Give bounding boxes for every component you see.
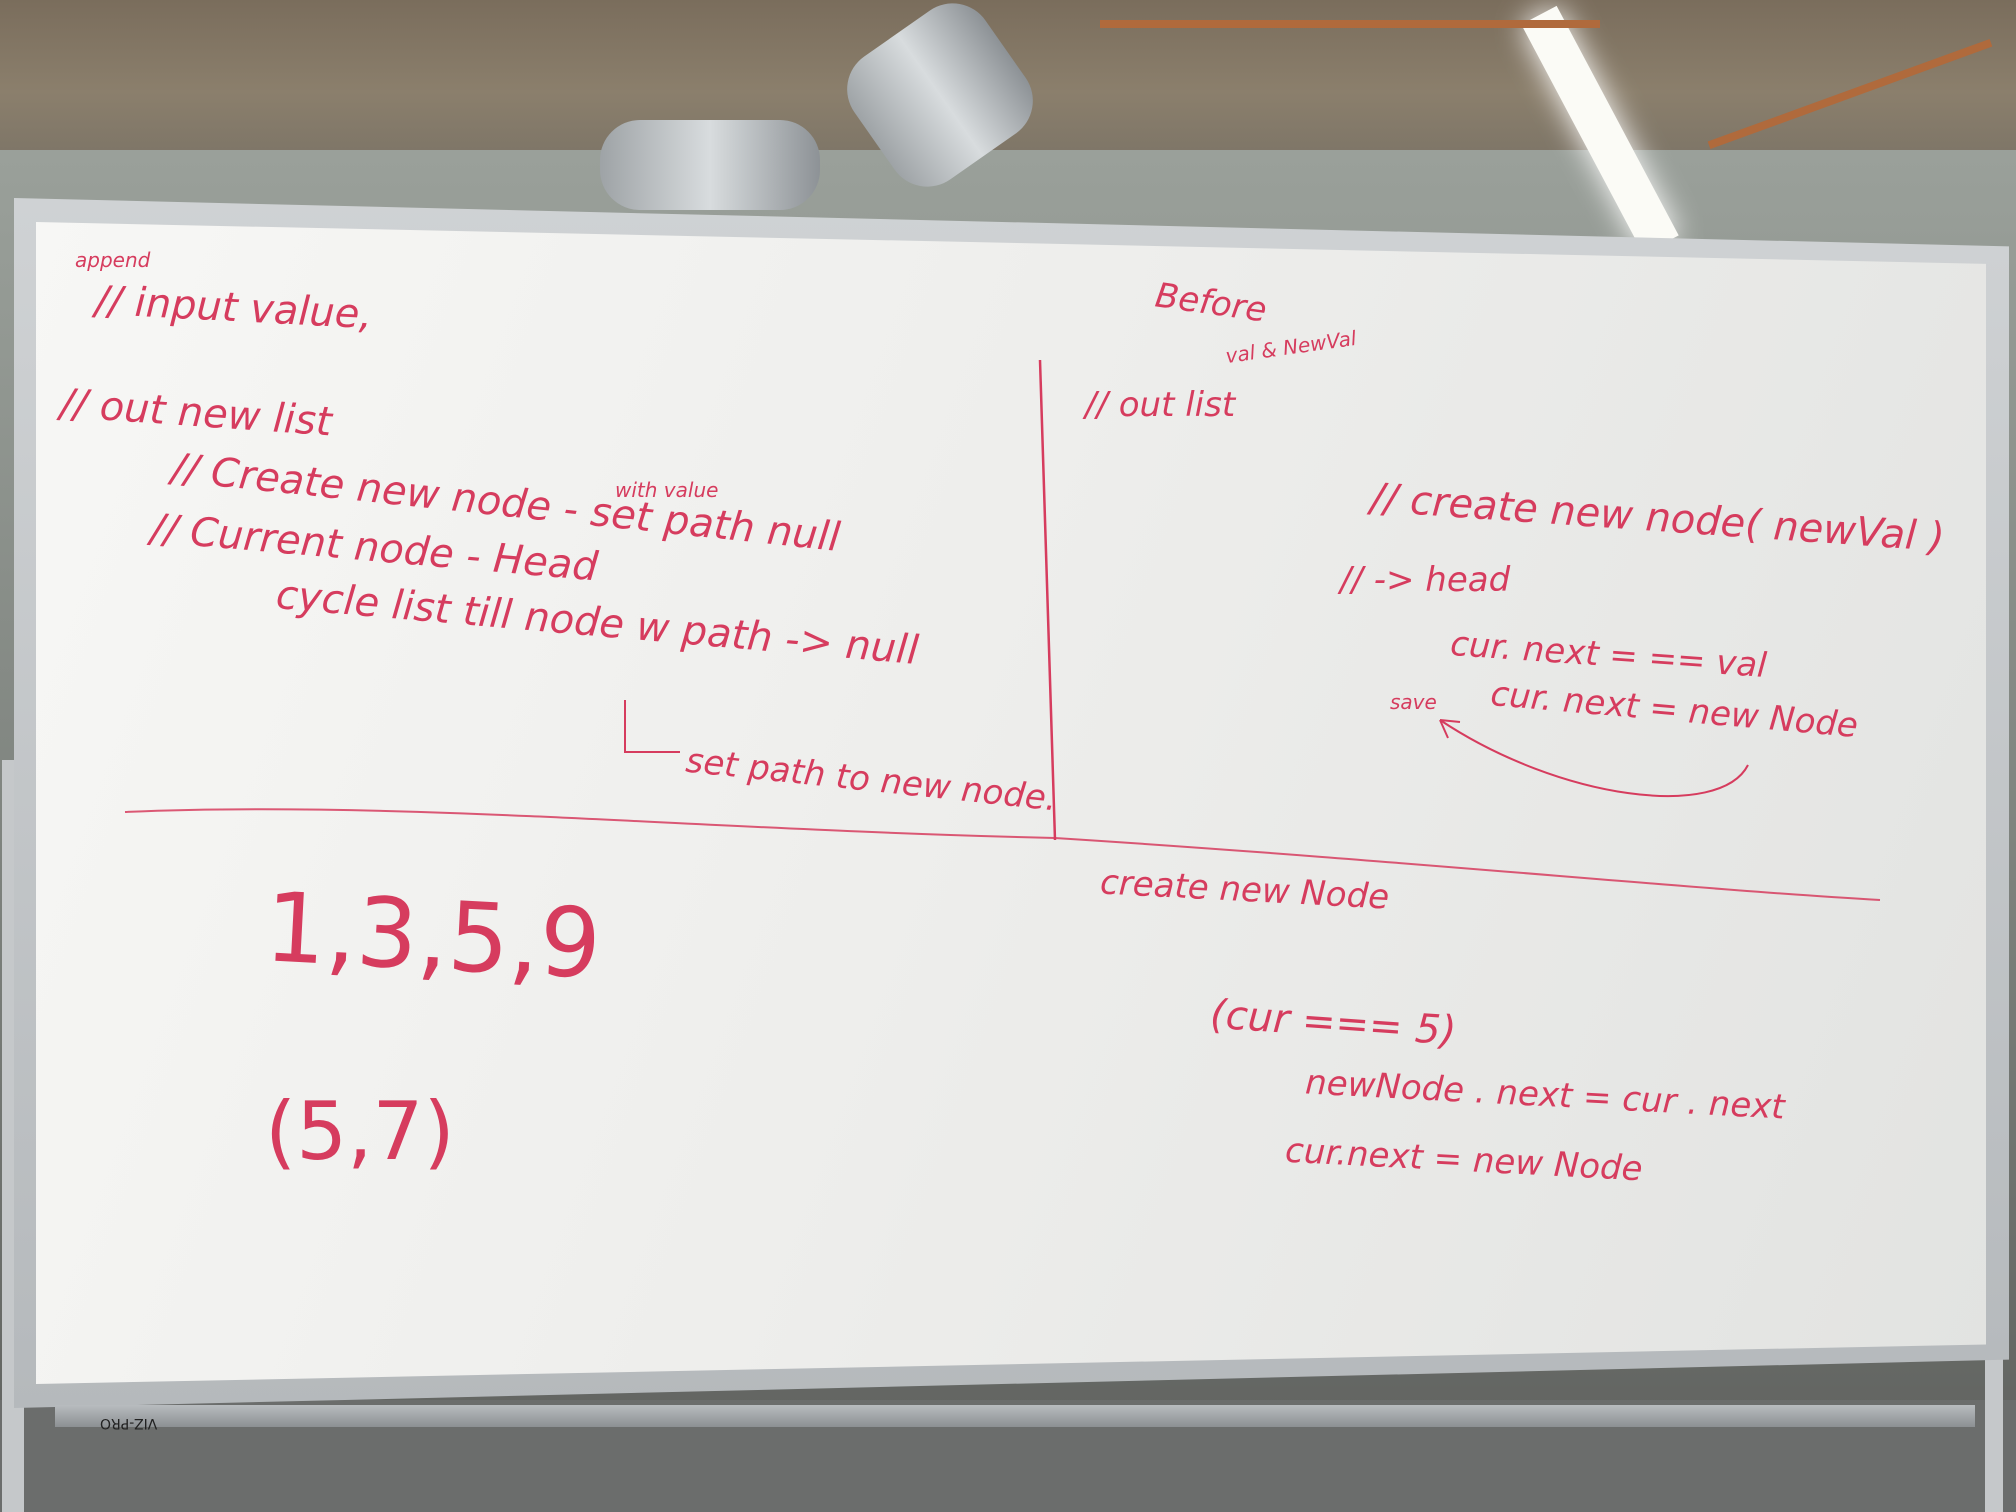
marker-tray: [55, 1405, 1975, 1427]
note-head: // -> head: [1340, 560, 1511, 600]
tuple-values: (5,7): [265, 1085, 455, 1178]
note-with-value: with value: [615, 478, 719, 502]
copper-pipe: [1100, 20, 1600, 28]
brand-logo: VIZ-PRO: [100, 1415, 158, 1431]
sequence-values: 1,3,5,9: [262, 871, 604, 1001]
note-append: append: [75, 248, 151, 272]
note-out-list: // out list: [1085, 385, 1236, 425]
air-duct: [600, 120, 820, 210]
whiteboard-surface: [36, 222, 1986, 1384]
note-save: save: [1390, 690, 1437, 714]
